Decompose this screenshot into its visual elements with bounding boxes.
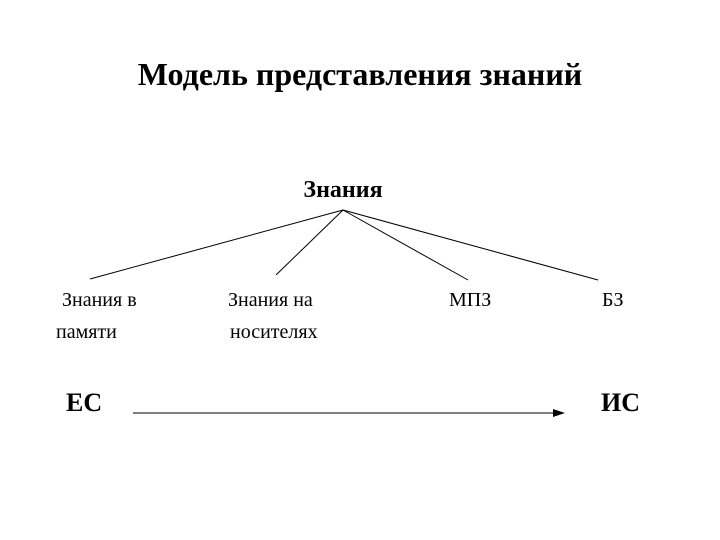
leaf-1-line-2: памяти <box>56 321 117 343</box>
connector-to-leaf-1 <box>89 209 344 280</box>
connector-to-leaf-4 <box>342 209 599 281</box>
pole-is-label: ИС <box>601 388 640 417</box>
leaf-memory-knowledge: Знания в памяти <box>56 284 137 348</box>
connector-to-leaf-2 <box>275 209 344 276</box>
leaf-4-line-1: БЗ <box>602 289 624 311</box>
leaf-3-line-1: МПЗ <box>449 289 492 311</box>
root-node-label: Знания <box>303 177 383 203</box>
es-to-is-arrow-head <box>553 409 565 417</box>
pole-es-label: ЕС <box>66 388 103 417</box>
connector-to-leaf-3 <box>342 209 469 281</box>
leaf-media-knowledge: Знания на носителях <box>228 284 318 348</box>
leaf-2-line-1: Знания на <box>228 289 313 311</box>
leaf-mpz: МПЗ <box>449 284 491 316</box>
slide-title: Модель представления знаний <box>137 56 583 92</box>
leaf-bz: БЗ <box>602 284 624 316</box>
leaf-1-line-1: Знания в <box>62 289 137 311</box>
leaf-2-line-2: носителях <box>230 321 318 343</box>
